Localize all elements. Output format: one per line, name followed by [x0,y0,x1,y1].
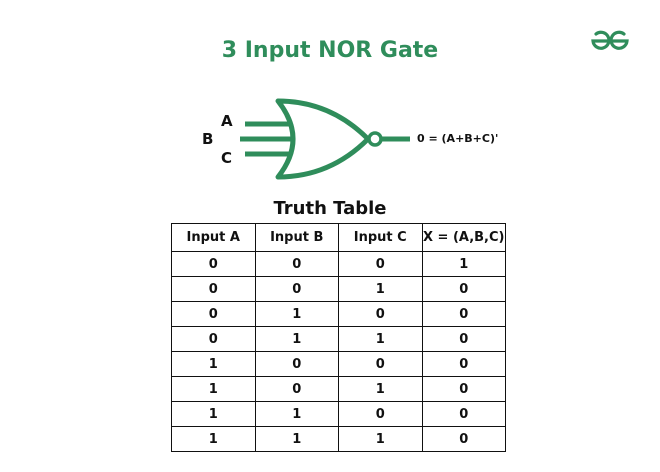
table-row: 1 0 1 0 [171,376,506,402]
cell-a: 1 [171,351,256,377]
inversion-bubble [367,131,383,147]
cell-c: 1 [338,326,423,352]
header-input-c: Input C [338,223,423,252]
cell-b: 0 [254,376,339,402]
output-expression: 0 = (A+B+C)' [417,132,499,145]
input-label-b: B [202,130,214,148]
nor-gate-body [275,98,371,180]
table-row: 1 0 0 0 [171,351,506,377]
geeksforgeeks-logo-icon [591,30,629,50]
header-input-a: Input A [171,223,256,252]
table-row: 0 0 1 0 [171,276,506,302]
input-label-a: A [221,112,233,130]
table-row: 0 1 0 0 [171,301,506,327]
table-row: 0 1 1 0 [171,326,506,352]
truth-table: Input A Input B Input C X = (A,B,C) 0 0 … [171,223,506,452]
cell-output: 0 [421,426,506,452]
truth-table-header-row: Input A Input B Input C X = (A,B,C) [171,223,506,252]
cell-b: 0 [254,351,339,377]
cell-a: 0 [171,326,256,352]
cell-b: 0 [254,276,339,302]
cell-a: 1 [171,401,256,427]
cell-c: 0 [338,251,423,277]
cell-c: 1 [338,426,423,452]
cell-a: 1 [171,376,256,402]
cell-a: 0 [171,251,256,277]
input-label-c: C [221,149,233,167]
cell-b: 1 [254,301,339,327]
cell-c: 0 [338,401,423,427]
cell-a: 0 [171,301,256,327]
header-input-b: Input B [254,223,339,252]
nor-gate-symbol [240,98,410,180]
nor-gate-diagram: A B C 0 = (A+B+C)' [190,92,510,192]
cell-b: 1 [254,401,339,427]
cell-c: 1 [338,276,423,302]
cell-output: 0 [421,276,506,302]
header-output: X = (A,B,C) [421,223,506,252]
cell-b: 0 [254,251,339,277]
table-row: 1 1 0 0 [171,401,506,427]
cell-b: 1 [254,326,339,352]
cell-b: 1 [254,426,339,452]
table-row: 1 1 1 0 [171,426,506,452]
cell-c: 0 [338,301,423,327]
page-title: 3 Input NOR Gate [221,38,439,63]
cell-c: 1 [338,376,423,402]
cell-c: 0 [338,351,423,377]
table-row: 0 0 0 1 [171,251,506,277]
cell-output: 0 [421,351,506,377]
cell-a: 0 [171,276,256,302]
cell-output: 1 [421,251,506,277]
truth-table-title: Truth Table [273,198,387,219]
cell-output: 0 [421,376,506,402]
cell-output: 0 [421,301,506,327]
cell-a: 1 [171,426,256,452]
cell-output: 0 [421,326,506,352]
cell-output: 0 [421,401,506,427]
